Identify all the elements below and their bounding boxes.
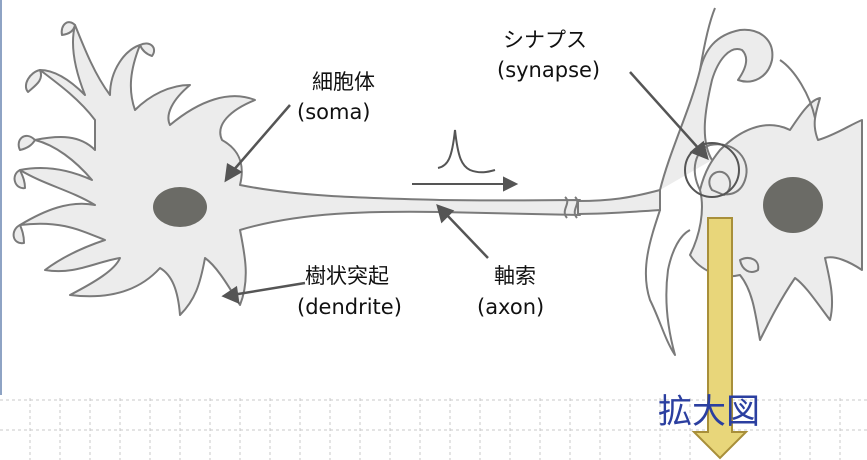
right-nucleus [763, 177, 823, 233]
big-down-arrow-icon [691, 217, 749, 460]
left-neuron [12, 21, 581, 316]
zoom-label: 拡大図 [658, 392, 760, 432]
axon-label-en: (axon) [477, 295, 545, 319]
synapse-label-ja: シナプス [503, 28, 587, 52]
dendrite-label-en: (dendrite) [297, 295, 402, 319]
soma-label-ja: 細胞体 [312, 70, 375, 94]
axon-right-segment [577, 188, 661, 216]
axon-label-ja: 軸索 [494, 264, 536, 288]
left-nucleus [153, 187, 207, 227]
axon-break-icon [563, 196, 579, 219]
dendrite-label-ja: 樹状突起 [305, 264, 389, 288]
label-pointers [221, 71, 709, 305]
right-neuron [644, 7, 863, 356]
pulse-icon [412, 129, 519, 192]
synapse-label-en: (synapse) [497, 58, 601, 82]
soma-label-en: (soma) [297, 100, 371, 124]
left-border-line [0, 0, 2, 395]
synapse-circle [684, 142, 740, 198]
